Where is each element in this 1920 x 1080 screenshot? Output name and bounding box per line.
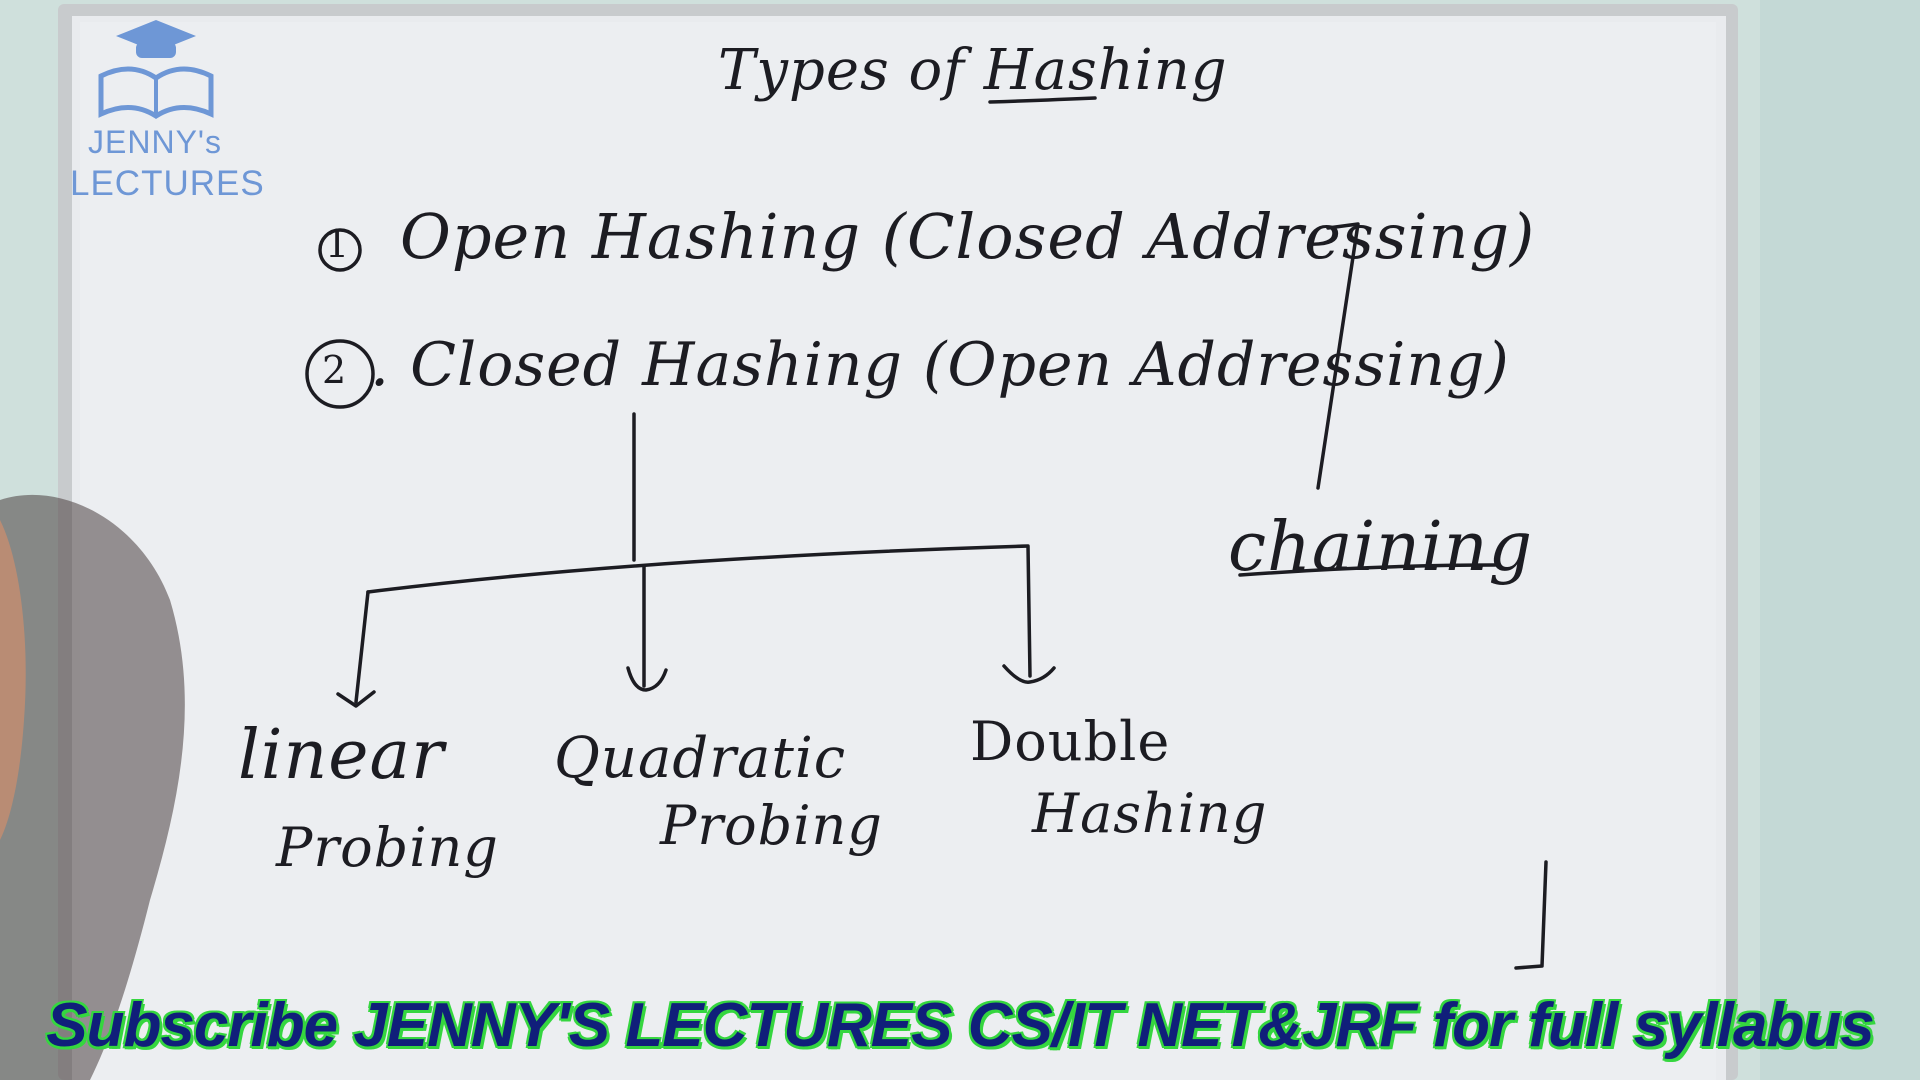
item1-number-circle (318, 228, 362, 272)
branch-linear-line2: Probing (276, 816, 499, 879)
chaining-connector (1316, 222, 1360, 490)
presenter-shadow (0, 494, 185, 1080)
logo-text-line2: LECTURES (70, 164, 265, 203)
arrow-quadratic-head (626, 666, 668, 692)
item2-text: . Closed Hashing (Open Addressing) (370, 330, 1510, 400)
branch-double-line2: Hashing (1032, 782, 1268, 845)
item1-text: Open Hashing (Closed Addressing) (400, 200, 1536, 273)
arrow-linear-head (336, 690, 376, 708)
presenter-face (0, 520, 26, 840)
branch-linear-line1: linear (238, 716, 445, 795)
branch-quadratic-line2: Probing (660, 794, 883, 857)
chaining-underline (1238, 563, 1497, 577)
board-title: Types of Hashing (718, 38, 1228, 103)
arrow-double-head (1002, 664, 1056, 684)
item2-number-circle (305, 339, 375, 409)
title-underline (988, 96, 1097, 104)
branch-double-line1: Double (970, 710, 1171, 773)
subscribe-banner: Subscribe JENNY'S LECTURES CS/IT NET&JRF… (46, 991, 1874, 1060)
logo-text-line1: JENNY's (88, 124, 223, 160)
tree-branch-line (366, 544, 1032, 678)
stray-mark (1514, 860, 1548, 970)
item2-number: 2 (322, 348, 348, 392)
arrow-linear-shaft (354, 590, 370, 704)
wall-right (1760, 0, 1920, 1080)
branch-quadratic-line1: Quadratic (554, 726, 847, 791)
book-icon (98, 20, 214, 119)
